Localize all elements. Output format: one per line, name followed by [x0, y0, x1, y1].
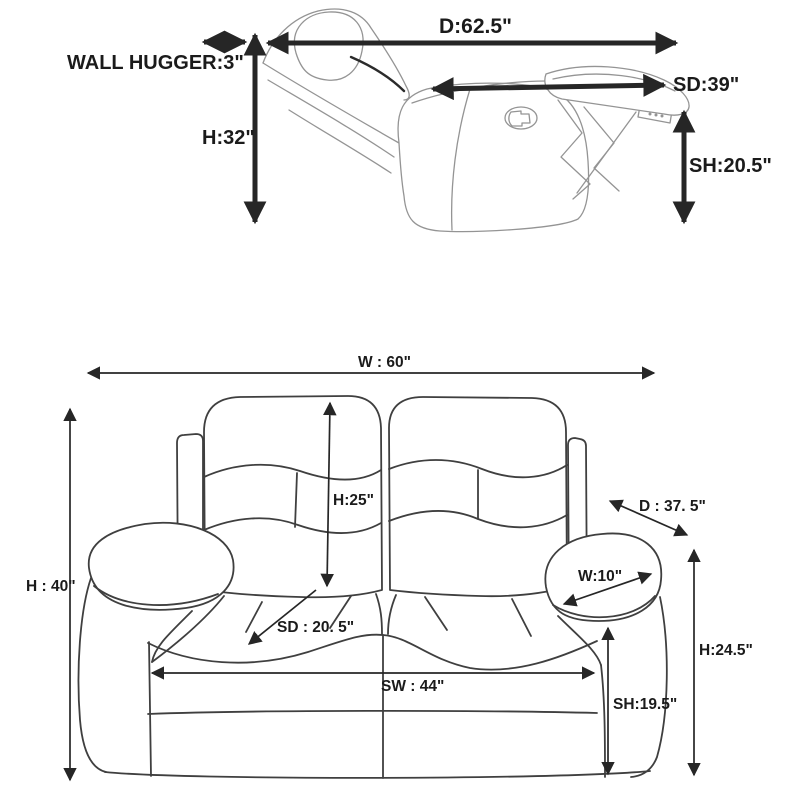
- loveseat-seat-depth-label: SD : 20. 5": [277, 619, 355, 636]
- loveseat-height-label: H : 40": [26, 578, 76, 595]
- seat-depth-arrow: [247, 589, 317, 645]
- loveseat-arm-height-label: H:24.5": [699, 642, 753, 659]
- loveseat-seat-width-label: SW : 44": [381, 678, 445, 695]
- recliner-seat-depth-label: SD:39": [673, 74, 740, 96]
- recliner-height-label: H:32": [202, 127, 255, 149]
- recliner-dimension-arrows: [201, 30, 696, 225]
- loveseat-depth-label: D : 37. 5": [639, 498, 706, 515]
- loveseat-width-label: W : 60": [358, 354, 411, 371]
- back-height-arrow: [320, 401, 337, 588]
- seat-depth-arrow: [430, 73, 667, 101]
- recliner-seat-height-label: SH:20.5": [689, 155, 772, 177]
- loveseat-front-view-drawing: [77, 395, 668, 779]
- loveseat-arm-width-label: W:10": [578, 568, 623, 585]
- arm-width-arrow: [562, 571, 653, 607]
- recliner-depth-label: D:62.5": [439, 15, 512, 38]
- loveseat-seat-height-label: SH:19.5": [613, 696, 678, 713]
- depth-arrow: [608, 499, 689, 537]
- recliner-release-handle: [504, 106, 538, 130]
- loveseat-back-height-label: H:25": [333, 492, 374, 509]
- loveseat-dimension-arrows: [63, 366, 701, 782]
- recliner-wall-hugger-label: WALL HUGGER:3": [67, 52, 244, 74]
